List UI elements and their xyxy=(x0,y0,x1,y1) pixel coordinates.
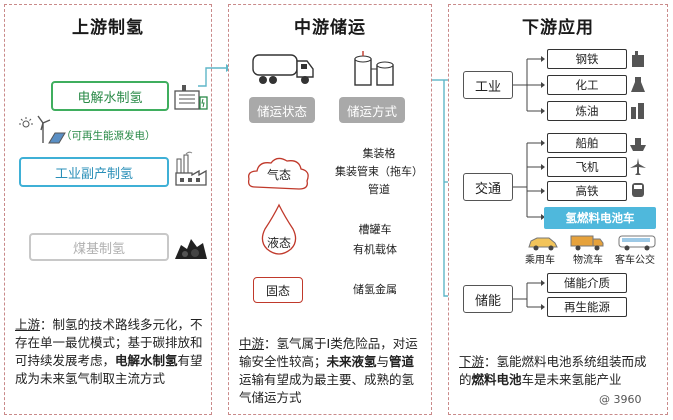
vehicle-bus-label: 客车公交 xyxy=(615,255,655,266)
industry-label: 工业 xyxy=(474,79,501,95)
downstream-note: 下游：氢能燃料电池系统组装而成的燃料电池车是未来氢能产业 xyxy=(459,353,659,389)
electrolysis-note: （可再生能源发电） xyxy=(61,130,156,142)
coal-label: 煤基制氢 xyxy=(72,241,125,257)
downstream-note-line1: ：氢能 xyxy=(484,354,522,369)
midstream-note: 中游：氢气属于I类危险品，对运输安全性较高；未来液氢与管道运输有望成为最主要、成… xyxy=(239,335,423,407)
states-label: 储运状态 xyxy=(249,97,315,123)
liquid-method-2: 有机载体 xyxy=(353,243,397,256)
chemical-icon xyxy=(629,75,647,99)
transport-item-plane-label: 飞机 xyxy=(575,160,599,174)
storage-item-medium: 储能介质 xyxy=(547,273,627,293)
solid-method-1: 储氢金属 xyxy=(353,283,397,296)
passenger-car-icon xyxy=(527,235,559,255)
gas-method-3: 管道 xyxy=(368,183,390,196)
storage-item-renewable-label: 再生能源 xyxy=(564,300,610,314)
tanks-icon xyxy=(351,49,399,91)
upstream-title: 上游制氢 xyxy=(72,18,144,38)
arrow-up-to-mid xyxy=(198,64,232,87)
industrial-label: 工业副产制氢 xyxy=(54,166,133,182)
downstream-note-prefix: 下游 xyxy=(459,354,485,369)
vehicle-logistics-label: 物流车 xyxy=(573,255,603,266)
midstream-note-prefix: 中游 xyxy=(239,336,265,351)
methods-label: 储运方式 xyxy=(339,97,405,123)
midstream-note-line2: 运输有望成为最主要、成熟的氢气储运方式 xyxy=(239,372,415,405)
upstream-note-prefix: 上游 xyxy=(15,317,41,332)
midstream-note-line1: ：氢气属于I类危险品，对运输安全性较高； xyxy=(239,336,418,369)
upstream-note-line1: ：制氢的技术路线多元化，不存在单一最优模式；基于碳排放和可持续发展考虑， xyxy=(15,317,203,368)
electrolysis-box: 电解水制氢 xyxy=(51,81,169,111)
electrolysis-label: 电解水制氢 xyxy=(77,90,143,106)
ship-icon xyxy=(629,133,647,157)
solid-box: 固态 xyxy=(253,277,303,303)
upstream-note-line2: 有望成为未来氢气制取主流方式 xyxy=(15,353,203,386)
coal-box: 煤基制氢 xyxy=(29,233,169,261)
upstream-panel: 上游制氢 电解水制氢 （可再生能源发电） 工业副产制氢 xyxy=(4,4,212,415)
solid-label: 固态 xyxy=(265,283,290,298)
plane-icon xyxy=(629,157,647,181)
downstream-panel: 下游应用 工业 钢铁 化工 炼油 交通 船舶 飞机 高铁 氢燃料电池车 乘用车 … xyxy=(448,4,668,415)
upstream-note: 上游：制氢的技术路线多元化，不存在单一最优模式；基于碳排放和可持续发展考虑，电解… xyxy=(15,316,203,388)
liquid-drop xyxy=(259,203,299,261)
gas-method-1: 集装格 xyxy=(362,147,396,160)
midstream-note-bold1: 未来液氢 xyxy=(326,354,377,369)
gas-method-2: 集装管束（拖车） xyxy=(335,165,423,178)
industry-item-refining-label: 炼油 xyxy=(575,104,599,118)
transport-item-rail-label: 高铁 xyxy=(575,184,599,198)
truck-icon xyxy=(251,49,315,91)
storage-item-medium-label: 储能介质 xyxy=(564,276,610,290)
liquid-label: 液态 xyxy=(267,236,292,250)
downstream-note-line2: 车是未来氢能产业 xyxy=(521,372,622,387)
transport-item-rail: 高铁 xyxy=(547,181,627,201)
coal-icon xyxy=(173,231,209,265)
transport-item-ship-label: 船舶 xyxy=(575,136,599,150)
wind-solar-icon xyxy=(19,115,67,149)
steel-icon xyxy=(629,49,647,73)
storage-category: 储能 xyxy=(463,285,513,313)
downstream-note-bold: 燃料电池 xyxy=(471,372,522,387)
storage-label: 储能 xyxy=(474,293,501,309)
train-icon xyxy=(629,181,647,205)
watermark: @ 3960 xyxy=(599,393,642,406)
industry-item-chemical-label: 化工 xyxy=(575,78,599,92)
gas-cloud xyxy=(245,153,313,199)
upstream-note-bold: 电解水制氢 xyxy=(115,353,178,368)
industry-category: 工业 xyxy=(463,71,513,99)
transport-category: 交通 xyxy=(463,173,513,201)
midstream-note-bold2: 管道 xyxy=(389,354,415,369)
midstream-note-mid: 与 xyxy=(376,354,390,369)
gas-label: 气态 xyxy=(267,168,292,182)
industry-connector xyxy=(513,56,545,114)
bus-icon xyxy=(617,233,657,255)
downstream-title: 下游应用 xyxy=(522,18,594,38)
factory-icon xyxy=(173,151,209,191)
fuel-cell-vehicle-box: 氢燃料电池车 xyxy=(544,207,656,229)
transport-item-plane: 飞机 xyxy=(547,157,627,177)
storage-connector xyxy=(513,280,545,310)
transport-label: 交通 xyxy=(474,181,501,197)
refinery-icon xyxy=(629,101,647,125)
industry-item-refining: 炼油 xyxy=(547,101,627,121)
industry-item-chemical: 化工 xyxy=(547,75,627,95)
electrolyzer-icon xyxy=(173,83,209,117)
downstream-note-tail: 燃料电池系统组装而成的 xyxy=(459,354,647,387)
midstream-title: 中游储运 xyxy=(294,18,366,38)
midstream-panel: 中游储运 储运状态 储运方式 气态 集装格 集装管束（拖车） 管道 xyxy=(228,4,432,415)
transport-item-ship: 船舶 xyxy=(547,133,627,153)
vehicle-passenger-label: 乘用车 xyxy=(525,255,555,266)
industry-item-steel-label: 钢铁 xyxy=(575,52,599,66)
industry-item-steel: 钢铁 xyxy=(547,49,627,69)
storage-item-renewable: 再生能源 xyxy=(547,297,627,317)
transport-connector xyxy=(513,140,545,220)
logistics-truck-icon xyxy=(569,233,605,255)
industrial-box: 工业副产制氢 xyxy=(19,157,169,187)
liquid-method-1: 槽罐车 xyxy=(358,223,392,236)
